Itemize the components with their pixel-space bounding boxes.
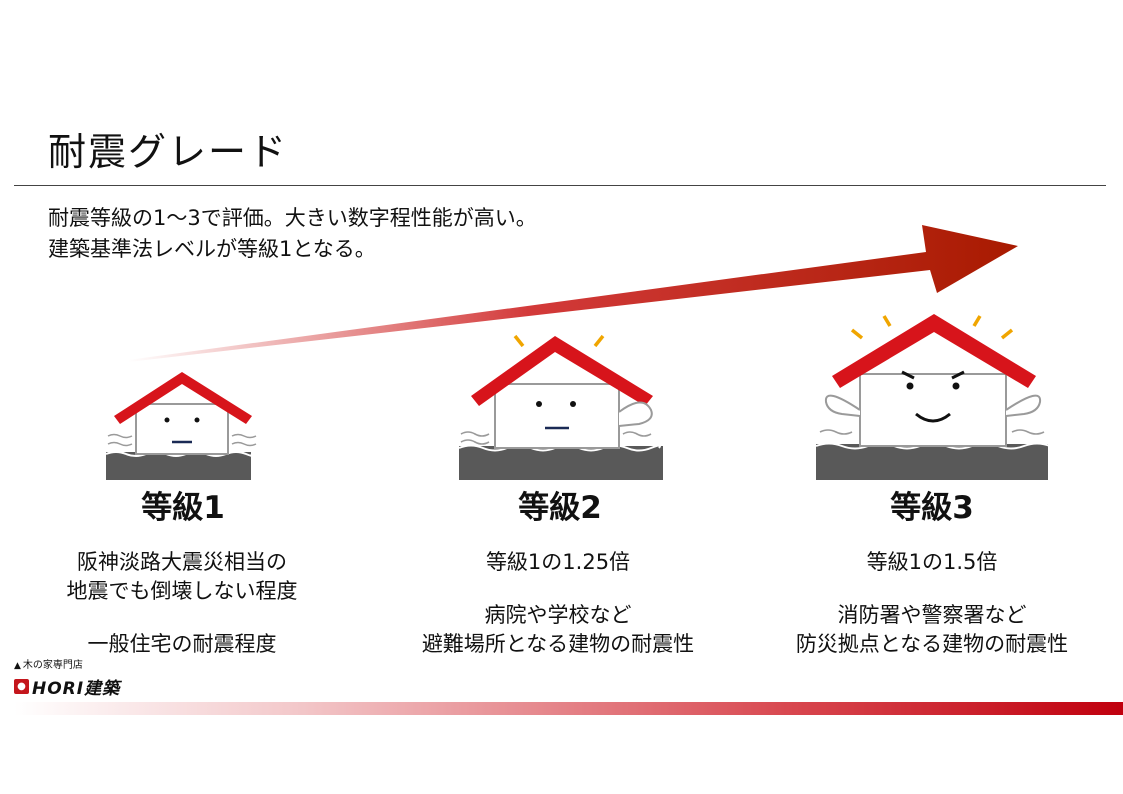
house-grade-3-icon [815,314,1051,480]
intro-line-2: 建築基準法レベルが等級1となる。 [48,237,376,261]
footer-gradient-bar [14,702,1123,715]
grade-3-line: 防災拠点となる建物の耐震性 [795,632,1069,656]
house-grade-1-icon [105,372,257,480]
grade-2-description: 等級1の1.25倍 病院や学校など 避難場所となる建物の耐震性 [388,548,728,659]
grade-2-line: 避難場所となる建物の耐震性 [421,632,695,656]
house-mini-icon: ▲ [14,661,21,671]
grade-1-line: 一般住宅の耐震程度 [87,632,277,656]
grade-2-line: 病院や学校など [484,603,632,627]
company-mark-icon: ● [14,679,29,694]
intro-text: 耐震等級の1〜3で評価。大きい数字程性能が高い。 建築基準法レベルが等級1となる… [48,203,537,265]
grade-2-line: 等級1の1.25倍 [485,550,631,574]
grade-1-label: 等級1 [141,490,225,526]
page-title: 耐震グレード [48,130,289,174]
brand-logo: ▲ 木の家専門店 ● HORI建築 [14,660,120,699]
trend-arrow-icon [128,225,1018,362]
grade-1-line: 阪神淡路大震災相当の [77,550,287,574]
grade-1-description: 阪神淡路大震災相当の 地震でも倒壊しない程度 一般住宅の耐震程度 [12,548,352,659]
title-divider [14,185,1106,186]
house-grade-2-icon [458,334,663,480]
grade-3-line: 等級1の1.5倍 [866,550,998,574]
grade-3-description: 等級1の1.5倍 消防署や警察署など 防災拠点となる建物の耐震性 [762,548,1102,659]
intro-line-1: 耐震等級の1〜3で評価。大きい数字程性能が高い。 [48,206,537,230]
grade-2-label: 等級2 [518,490,602,526]
grade-3-line: 消防署や警察署など [837,603,1027,627]
brand-name: HORI建築 [32,679,121,699]
grade-3-label: 等級3 [890,490,974,526]
brand-tagline: 木の家専門店 [22,660,83,671]
grade-1-line: 地震でも倒壊しない程度 [66,579,298,603]
